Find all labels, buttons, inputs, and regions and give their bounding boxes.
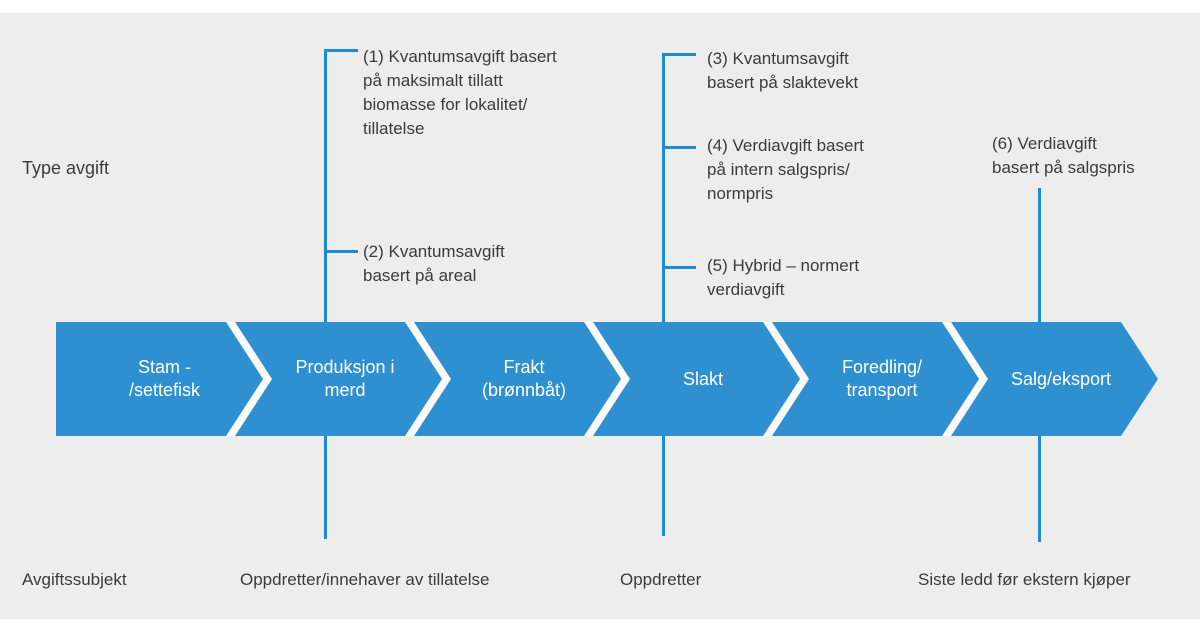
type-avgift-label: Type avgift <box>22 158 110 178</box>
annotation-5: (5) Hybrid – normert verdiavgift <box>707 256 860 299</box>
chevron-frakt-bronnbat: Frakt (brønnbåt) <box>414 322 621 436</box>
connector-line-produksjon <box>324 49 327 539</box>
background-panel <box>0 13 1200 619</box>
chevron-salg-eksport: Salg/eksport <box>951 322 1158 436</box>
annotation-6: (6) Verdiavgift basert på salgspris <box>992 134 1135 177</box>
subject-siste-ledd: Siste ledd før ekstern kjøper <box>918 570 1131 589</box>
connector-tick-annotation-5 <box>662 266 696 269</box>
chevron-label: Stam - /settefisk <box>128 357 201 400</box>
subject-oppdretter: Oppdretter <box>620 570 702 589</box>
connector-tick-annotation-2 <box>324 250 358 253</box>
annotation-4: (4) Verdiavgift basert på intern salgspr… <box>707 136 864 203</box>
chevron-label: Foredling/ transport <box>841 357 923 400</box>
connector-line-slakt <box>662 53 665 536</box>
chevron-label: Produksjon i merd <box>295 357 395 400</box>
chevron-label: Frakt (brønnbåt) <box>481 357 567 400</box>
connector-tick-annotation-4 <box>662 146 696 149</box>
avgiftssubjekt-label: Avgiftssubjekt <box>22 570 127 589</box>
subject-oppdretter-innehaver: Oppdretter/innehaver av tillatelse <box>240 570 490 589</box>
chevron-label: Slakt <box>682 368 724 389</box>
annotation-1: (1) Kvantumsavgift basert på maksimalt t… <box>363 47 557 138</box>
connector-tick-annotation-3 <box>662 53 696 56</box>
annotation-3: (3) Kvantumsavgift basert på slaktevekt <box>707 49 859 92</box>
annotation-2: (2) Kvantumsavgift basert på areal <box>363 242 505 285</box>
connector-tick-annotation-1 <box>324 49 358 52</box>
chevron-stam-settefisk: Stam - /settefisk <box>56 322 263 436</box>
chevron-label: Salg/eksport <box>1010 368 1112 389</box>
